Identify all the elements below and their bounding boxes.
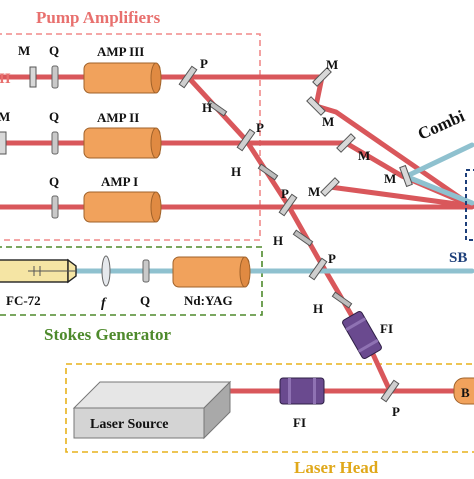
ndyag-rod [172,256,251,288]
qwp-label-1: Q [49,43,59,58]
qwp-label-3: Q [49,174,59,189]
mirror-second-right [306,96,326,116]
mirror-label-1: M [18,43,30,58]
mirror-label-3: M [326,57,338,72]
fi-lower-label: FI [293,415,306,430]
qwp-amp2 [51,131,59,155]
polarizer-3 [278,193,298,217]
mirror-label-7: M [308,184,320,199]
mirror-amp2-right [336,133,356,153]
stokes-generator-box [0,246,263,316]
halfwave-label-2: H [231,164,241,179]
pump-amplifiers-title: Pump Amplifiers [36,8,161,27]
laser-source-label: Laser Source [90,417,168,432]
polarizer-label-5: P [392,404,400,419]
qwp-label-4: Q [140,293,150,308]
pump-amplifiers-box [0,33,261,241]
halfwave-1 [206,99,228,117]
halfwave-label-4: H [313,301,323,316]
combiner-label: Combi [415,106,468,143]
halfwave-label-3: H [273,233,283,248]
polarizer-label-1: P [200,56,208,71]
qwp-amp3 [51,65,59,89]
polarizer-1 [178,65,198,89]
amp1-label: AMP I [101,174,138,189]
faraday-isolator-upper [342,311,382,359]
amp2-rod [83,127,162,159]
faraday-isolator-lower [279,377,325,405]
beam-combiner-upper [404,142,474,179]
halfwave-label-1: H [202,100,212,115]
halfwave-3 [292,229,314,247]
beam-dump-partial-label: B [461,385,470,400]
beam-dump [453,377,474,405]
polarizer-label-3: P [281,186,289,201]
beam-amp3-route [313,74,474,209]
fc72-cell [0,258,77,284]
laser-head-title: Laser Head [294,458,379,474]
amp3-rod [83,62,162,94]
sbs-cell-edge [465,169,474,241]
mirror-left-amp2 [0,131,7,155]
amp2-label: AMP II [97,110,139,125]
qwp-label-2: Q [49,109,59,124]
polarizer-4 [308,257,328,281]
qwp-amp1 [51,195,59,219]
focus-lens [101,255,111,287]
polarizer-2 [236,128,256,152]
mirror-amp1-right [320,177,340,197]
amp1-rod [83,191,162,223]
mirror-label-6: M [384,171,396,186]
stokes-generator-title: Stokes Generator [44,325,171,344]
mirror-combiner [399,164,413,188]
polarizer-label-4: P [328,251,336,266]
polarizer-5 [380,379,400,403]
sbs-label: SB [449,250,467,266]
fi-upper-label: FI [380,321,393,336]
beam-amp1-route [327,184,474,209]
lens-label: f [101,296,107,311]
beam-combiner-lower [407,175,474,206]
fc72-label: FC-72 [6,293,41,308]
polarizer-label-2: P [256,120,264,135]
mirror-label-4: M [322,114,334,129]
beam-fi-vertical [369,349,393,394]
halfwave-4 [331,291,353,309]
halfwave-2 [257,163,279,181]
left-edge-label: II [0,71,11,87]
mirror-label-5: M [358,148,370,163]
ndyag-label: Nd:YAG [184,293,233,308]
qwp-stokes [142,259,150,283]
amp3-label: AMP III [97,44,144,59]
mirror-top-right [312,67,332,87]
mirror-left-amp3 [29,66,37,88]
laser-source-box [72,380,232,440]
laser-head-box [65,363,474,453]
mirror-label-2: M [0,109,10,124]
